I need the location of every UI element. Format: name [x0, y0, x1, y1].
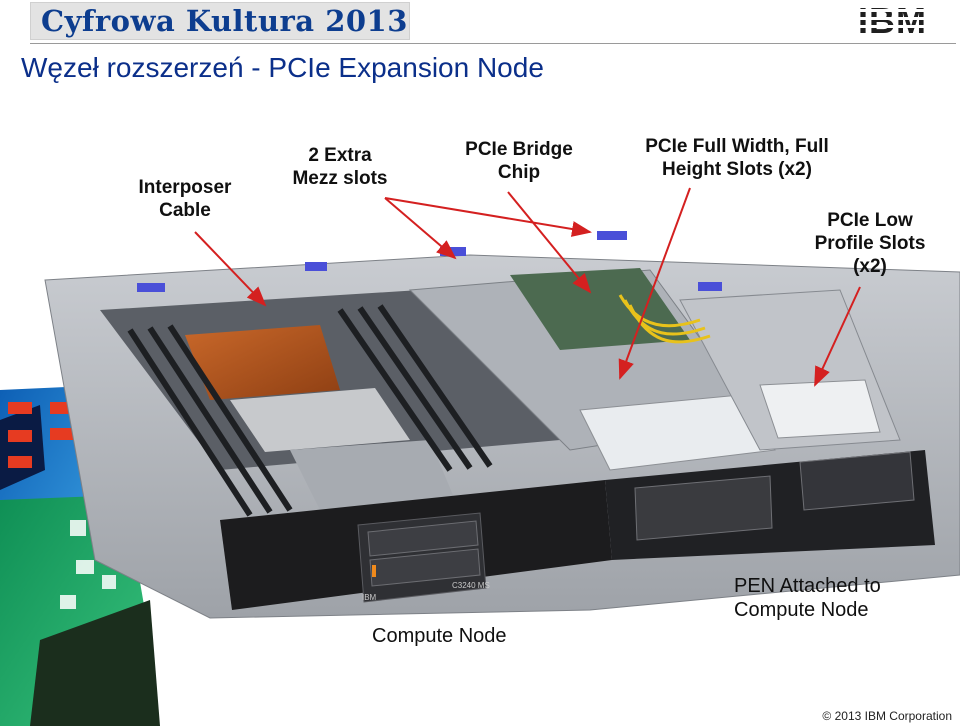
callout-line: Profile Slots: [814, 233, 926, 254]
pcie-bezel-grille: [634, 475, 773, 541]
callout-line: PEN Attached to: [734, 575, 881, 597]
callout-line: PCIe Low: [827, 210, 913, 231]
logo-stripe: [858, 9, 954, 12]
header-banner: Cyfrowa Kultura 2013: [30, 2, 410, 40]
callout-line: Height Slots (x2): [662, 159, 812, 180]
heatsink-cover: [230, 388, 410, 452]
callout-line: (x2): [853, 256, 887, 277]
logo-stripe: [858, 25, 954, 28]
brand-title: Cyfrowa Kultura 2013: [41, 4, 408, 38]
callout-arrows: [194, 187, 861, 387]
callout-pcie-bridge-chip: PCIe Bridge Chip: [446, 138, 592, 184]
drive-cage: [290, 440, 455, 510]
logo-stripe: [858, 33, 954, 36]
callout-pcie-full-height-slots: PCIe Full Width, Full Height Slots (x2): [615, 135, 859, 181]
low-profile-bezel: [799, 451, 915, 511]
drive-slot-lower: [369, 548, 481, 587]
logo-stripe: [858, 17, 954, 20]
chassis-vendor-label: IBM: [362, 593, 377, 602]
callout-line: PCIe Bridge: [465, 139, 573, 160]
callout-line: Chip: [497, 162, 541, 183]
callout-line: Compute Node: [734, 599, 869, 621]
adapter-card-low-profile: [759, 379, 881, 439]
ibm-logo: IBM: [858, 0, 954, 42]
callout-pcie-low-profile-slots: PCIe Low Profile Slots (x2): [790, 209, 950, 278]
callout-pen-attached: PEN Attached to Compute Node: [734, 574, 934, 622]
heatsink: [185, 325, 340, 400]
memory-dimms: [127, 304, 493, 517]
callout-line: 2 Extra: [308, 145, 372, 166]
callout-line: PCIe Full Width, Full: [645, 136, 829, 157]
copyright-footer: © 2013 IBM Corporation: [822, 709, 952, 723]
callout-line: Mezz slots: [292, 168, 388, 189]
adapter-card-full-height: [579, 394, 776, 471]
drive-slot-upper: [367, 520, 479, 557]
callout-line: Interposer: [138, 177, 232, 198]
power-cables: [618, 294, 711, 344]
callout-interposer-cable: Interposer Cable: [117, 176, 253, 222]
callout-extra-mezz-slots: 2 Extra Mezz slots: [280, 144, 400, 190]
page-title: Węzeł rozszerzeń - PCIe Expansion Node: [21, 52, 544, 83]
callout-line: Cable: [159, 200, 211, 221]
header-divider: [30, 43, 956, 44]
callout-compute-node: Compute Node: [372, 625, 507, 647]
chassis-model-label: C3240 MS: [452, 581, 490, 590]
drive-status-led: [372, 565, 376, 577]
